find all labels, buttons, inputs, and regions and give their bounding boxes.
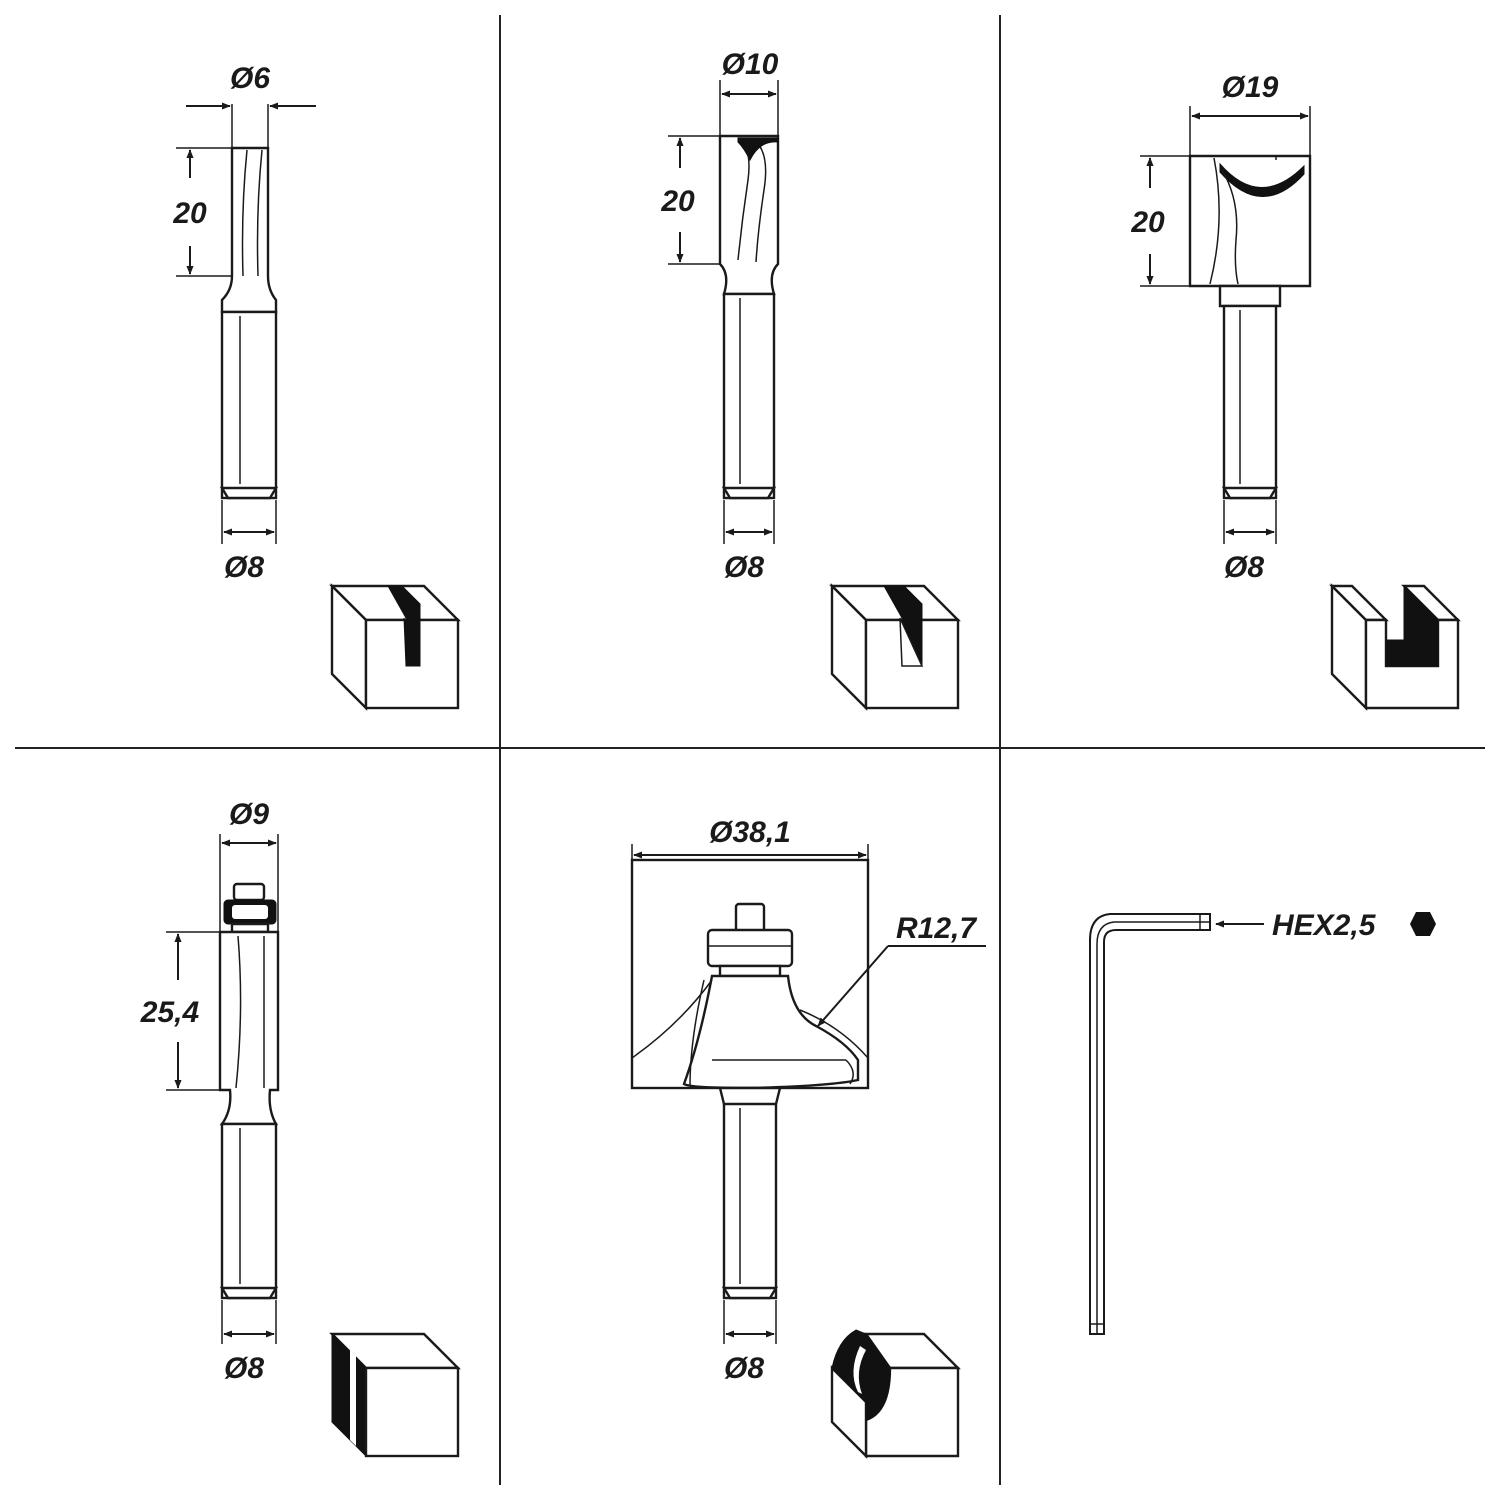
dimension-cut-length: 20	[660, 135, 720, 265]
dimension-shank-diameter: Ø8	[723, 1300, 777, 1385]
shank-diameter-label: Ø8	[224, 1352, 264, 1385]
dimension-cut-length: 25,4	[140, 931, 220, 1091]
bit-drawing	[1188, 154, 1312, 500]
dimension-cut-diameter: Ø19	[1189, 71, 1311, 156]
dimension-shank-diameter: Ø8	[1223, 500, 1277, 584]
shank-diameter-label: Ø8	[724, 1352, 764, 1385]
panel-grid	[15, 15, 1485, 1485]
shank-diameter-label: Ø8	[1224, 551, 1264, 584]
dimension-shank-diameter: Ø8	[723, 500, 775, 584]
hexagon-icon	[1410, 912, 1436, 936]
bit-drawing	[630, 858, 870, 1300]
panel-straight-bit-19: Ø19 20 Ø8	[1130, 71, 1461, 711]
bit-drawing	[218, 882, 280, 1300]
panel-flush-trim-bit: Ø9 25,4 Ø8	[140, 798, 461, 1458]
dimension-cut-diameter: Ø9	[219, 798, 279, 932]
cut-length-label: 20	[172, 197, 207, 230]
cut-profile-block	[1329, 583, 1461, 711]
dimension-radius: R12,7	[817, 912, 986, 1027]
dimension-cut-diameter: Ø38,1	[631, 816, 869, 860]
hex-key-drawing	[1089, 913, 1211, 1335]
cut-diameter-label: Ø10	[722, 48, 779, 81]
cut-length-label: 20	[660, 185, 695, 218]
shank-diameter-label: Ø8	[224, 551, 264, 584]
dimension-cut-diameter: Ø6	[186, 62, 316, 150]
hex-size-label: HEX2,5	[1272, 909, 1377, 942]
cut-diameter-label: Ø38,1	[709, 816, 791, 849]
bit-drawing	[718, 134, 780, 500]
cut-profile-block	[830, 1329, 961, 1459]
cut-length-label: 25,4	[140, 996, 200, 1029]
dimension-cut-length: 20	[172, 147, 232, 277]
dimension-hex-size: HEX2,5	[1215, 909, 1436, 942]
dimension-shank-diameter: Ø8	[221, 1300, 277, 1385]
panel-straight-bit-6: Ø6 20 Ø8	[172, 62, 461, 711]
cut-diameter-label: Ø6	[230, 62, 270, 95]
panel-straight-bit-10: Ø10 20 Ø8	[660, 48, 961, 711]
bit-drawing	[219, 146, 279, 500]
shank-diameter-label: Ø8	[724, 551, 764, 584]
dimension-shank-diameter: Ø8	[221, 500, 277, 584]
cut-diameter-label: Ø19	[1222, 71, 1279, 104]
cut-profile-block	[329, 583, 461, 711]
panel-roundover-bit: Ø38,1 R12,7 Ø8	[630, 816, 986, 1459]
panel-hex-key: HEX2,5	[1089, 909, 1436, 1335]
cut-diameter-label: Ø9	[229, 798, 269, 831]
cut-profile-block	[829, 583, 961, 711]
cut-length-label: 20	[1130, 206, 1165, 239]
cut-profile-block	[329, 1332, 461, 1458]
dimension-cut-length: 20	[1130, 155, 1190, 287]
dimension-cut-diameter: Ø10	[719, 48, 779, 136]
radius-label: R12,7	[896, 912, 977, 945]
